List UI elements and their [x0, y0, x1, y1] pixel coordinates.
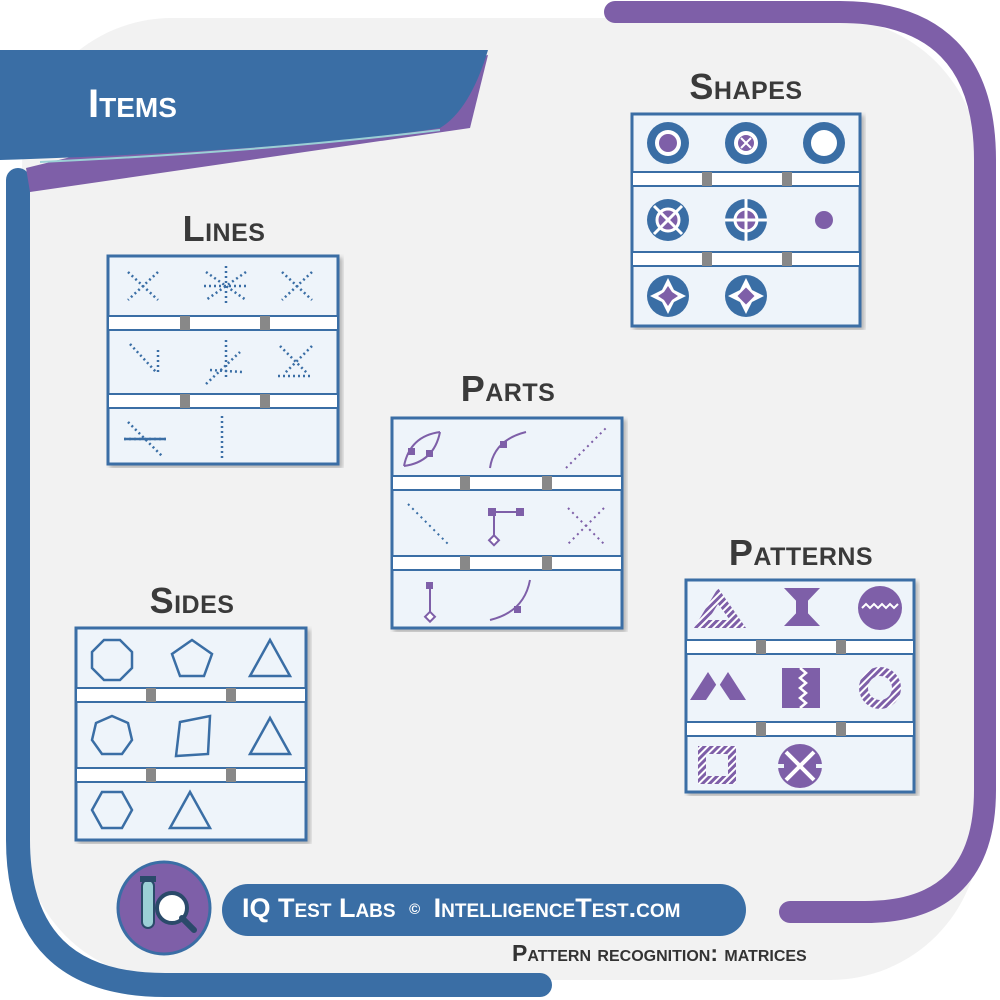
pattern-cell-4: [690, 672, 746, 700]
shape-cell-2: [725, 122, 767, 164]
magnifier-flask-icon: [140, 876, 197, 933]
shape-cell-4: [647, 199, 689, 241]
heptagon-icon: [90, 714, 134, 756]
shape-cell-3: [803, 122, 845, 164]
shapes-title: Shapes: [689, 66, 803, 107]
header-title: Items: [88, 82, 177, 126]
parts-panel: [390, 416, 628, 632]
pattern-cell-8: [778, 744, 822, 788]
shape-cell-6: [815, 211, 833, 229]
lines-panel: [106, 254, 344, 468]
line-cell-5: [205, 340, 243, 385]
shapes-panel: [630, 112, 866, 330]
pattern-cell-2: [784, 588, 820, 626]
triangle-icon: [247, 715, 293, 756]
line-cell-2: [204, 266, 248, 306]
subtitle: Pattern recognition: matrices: [512, 940, 807, 966]
line-cell-6: [278, 345, 313, 378]
patterns-title: Patterns: [728, 532, 874, 573]
parts-title: Parts: [460, 368, 556, 409]
logo: [116, 860, 212, 961]
header-ribbon: [0, 50, 488, 160]
pattern-cell-1: [694, 588, 746, 628]
shape-cell-7: [647, 275, 689, 317]
sides-panel: [74, 626, 312, 844]
pentagon-icon: [170, 638, 214, 678]
site-link[interactable]: IntelligenceTest.com: [433, 893, 681, 923]
line-cell-1: [127, 271, 159, 301]
patterns-panel: [684, 578, 920, 796]
part-cell-6: [567, 507, 605, 545]
shape-cell-5: [725, 199, 767, 241]
quadrilateral-icon: [174, 714, 212, 758]
brand-name: IQ Test Labs: [242, 893, 396, 923]
brand-line: IQ Test Labs © IntelligenceTest.com: [242, 893, 681, 924]
purple-frame-arc: [604, 1, 996, 923]
part-cell-4: [407, 503, 451, 547]
blue-frame-arc: [6, 168, 552, 997]
lines-title: Lines: [182, 208, 266, 249]
sides-title: Sides: [149, 580, 235, 621]
pattern-cell-5: [782, 667, 820, 709]
pattern-cell-3: [858, 586, 902, 630]
header-ribbon-highlight: [39, 129, 441, 163]
brand-pill: [222, 884, 746, 936]
copyright-symbol: ©: [409, 901, 421, 919]
pattern-cell-7: [698, 746, 736, 784]
line-cell-3: [281, 271, 313, 301]
shape-cell-8: [725, 275, 767, 317]
triangle-icon: [167, 789, 213, 830]
triangle-icon: [247, 637, 293, 678]
octagon-icon: [90, 638, 134, 682]
hexagon-icon: [90, 790, 134, 830]
shape-cell-1: [647, 122, 689, 164]
pattern-cell-6: [859, 667, 901, 709]
line-cell-4: [129, 343, 160, 374]
